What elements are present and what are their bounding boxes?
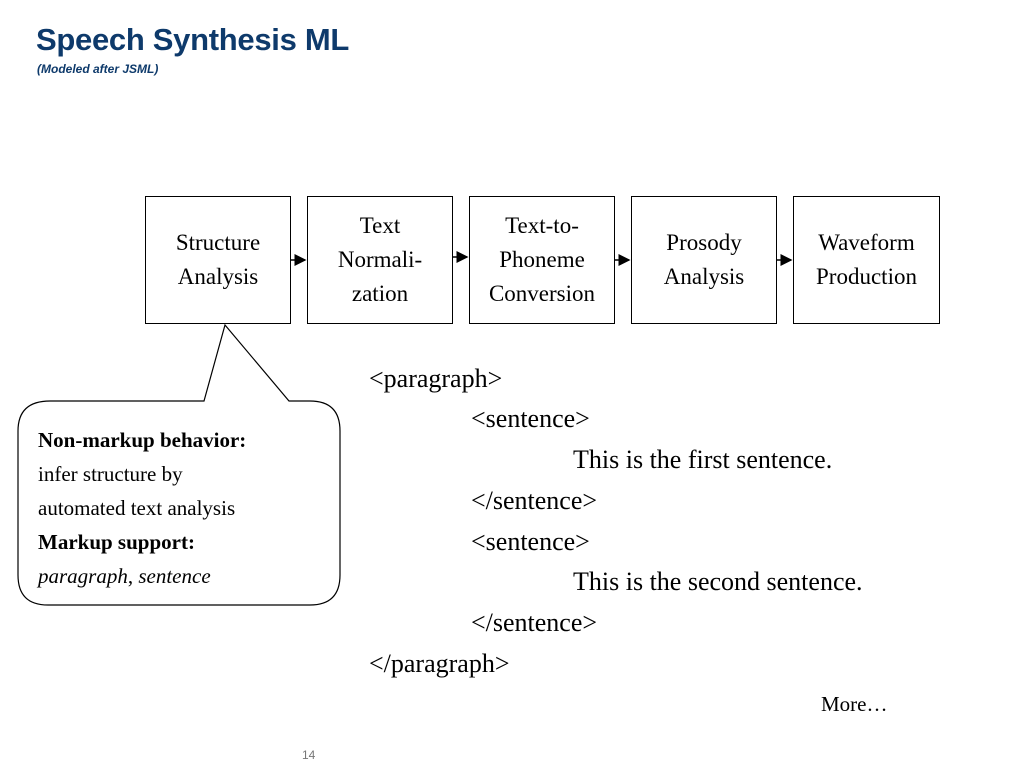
stage-label-line: Structure (175, 230, 261, 255)
stage-label-line: zation (351, 281, 409, 306)
markup-item: sentence (138, 564, 211, 588)
callout-markup-items: paragraph, sentence (38, 559, 340, 593)
stage-label-line: Analysis (177, 264, 259, 289)
markup-separator: , (127, 564, 139, 588)
stage-text-to-phoneme: Text-to- Phoneme Conversion (469, 196, 615, 324)
stage-label-line: Phoneme (499, 247, 585, 272)
stage-label-line: Text-to- (505, 213, 579, 238)
stage-text-normalization: Text Normali- zation (307, 196, 453, 324)
stage-prosody-analysis: Prosody Analysis (631, 196, 777, 324)
code-line: </sentence> (471, 608, 598, 637)
stage-label-line: Conversion (488, 281, 596, 306)
stage-waveform-production: Waveform Production (793, 196, 940, 324)
code-line: </paragraph> (369, 649, 510, 678)
stage-label-line: Normali- (337, 247, 423, 272)
stage-label-line: Analysis (663, 264, 745, 289)
callout-heading: Markup support: (38, 530, 195, 554)
code-line: <sentence> (471, 527, 590, 556)
more-link[interactable]: More… (821, 692, 888, 716)
slide-subtitle: (Modeled after JSML) (37, 62, 159, 76)
callout-text: automated text analysis (38, 496, 236, 520)
code-line: </sentence> (471, 486, 598, 515)
markup-item: paragraph (38, 564, 128, 588)
page-number: 14 (302, 748, 316, 762)
slide-title: Speech Synthesis ML (36, 22, 350, 57)
code-line: This is the second sentence. (573, 567, 863, 596)
stage-structure-analysis: Structure Analysis (145, 196, 291, 324)
stage-label-line: Prosody (666, 230, 742, 255)
stage-label-line: Waveform (818, 230, 915, 255)
code-line: <paragraph> (369, 364, 503, 393)
callout-text: infer structure by (38, 462, 183, 486)
callout-note: Non-markup behavior: infer structure by … (18, 401, 340, 605)
code-line: This is the first sentence. (573, 445, 833, 474)
callout-heading: Non-markup behavior: (38, 428, 247, 452)
code-line: <sentence> (471, 404, 590, 433)
callout-bubble (17, 323, 341, 606)
stage-label-line: Production (816, 264, 917, 289)
stage-label-line: Text (359, 213, 401, 238)
